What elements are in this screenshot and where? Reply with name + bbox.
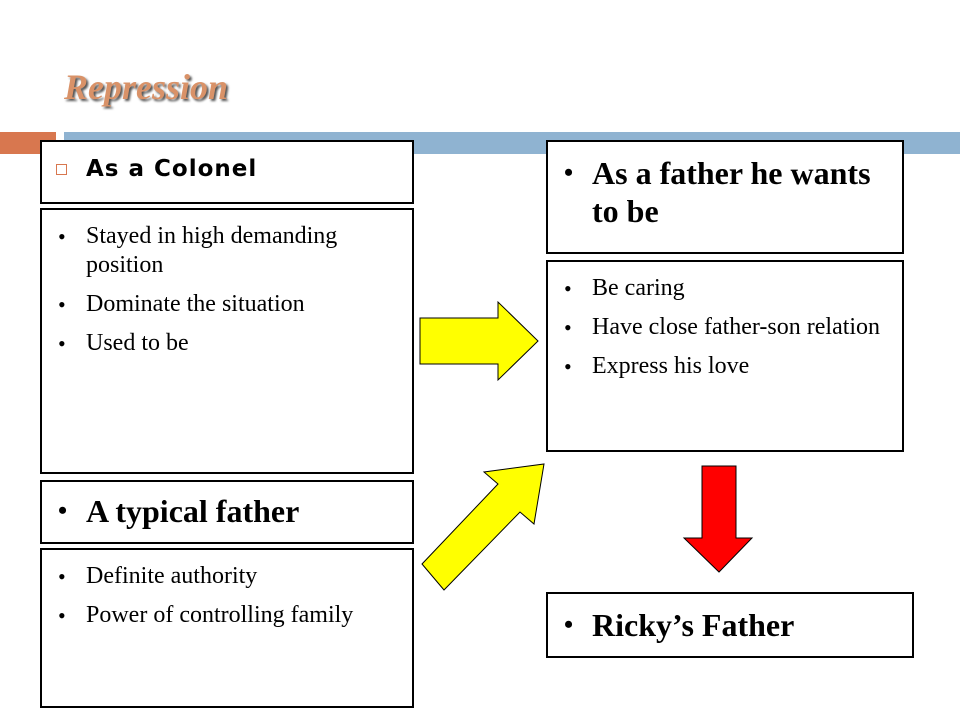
typical-heading-box: A typical father — [40, 480, 414, 544]
colonel-items-box: Stayed in high demanding position Domina… — [40, 208, 414, 474]
result-heading: Ricky’s Father — [548, 606, 912, 644]
colonel-heading: As a Colonel — [86, 156, 258, 182]
wants-heading: As a father he wants to be — [548, 154, 902, 230]
list-item: Definite authority — [42, 562, 412, 591]
diagonal-arrow-icon — [421, 463, 545, 591]
down-arrow-icon — [682, 465, 754, 573]
typical-items-box: Definite authority Power of controlling … — [40, 548, 414, 708]
slide-title: Repression — [64, 67, 229, 107]
square-bullet-icon — [56, 164, 67, 175]
list-item: Stayed in high demanding position — [42, 222, 412, 280]
list-item: Have close father-son relation — [548, 313, 902, 342]
list-item: Power of controlling family — [42, 601, 412, 630]
result-box: Ricky’s Father — [546, 592, 914, 658]
wants-heading-box: As a father he wants to be — [546, 140, 904, 254]
wants-items-box: Be caring Have close father-son relation… — [546, 260, 904, 452]
list-item: Be caring — [548, 274, 902, 303]
colonel-heading-box: As a Colonel — [40, 140, 414, 204]
list-item: Used to be — [42, 329, 412, 358]
list-item: Express his love — [548, 352, 902, 381]
right-arrow-icon — [419, 300, 539, 382]
list-item: Dominate the situation — [42, 290, 412, 319]
typical-heading: A typical father — [42, 492, 412, 530]
